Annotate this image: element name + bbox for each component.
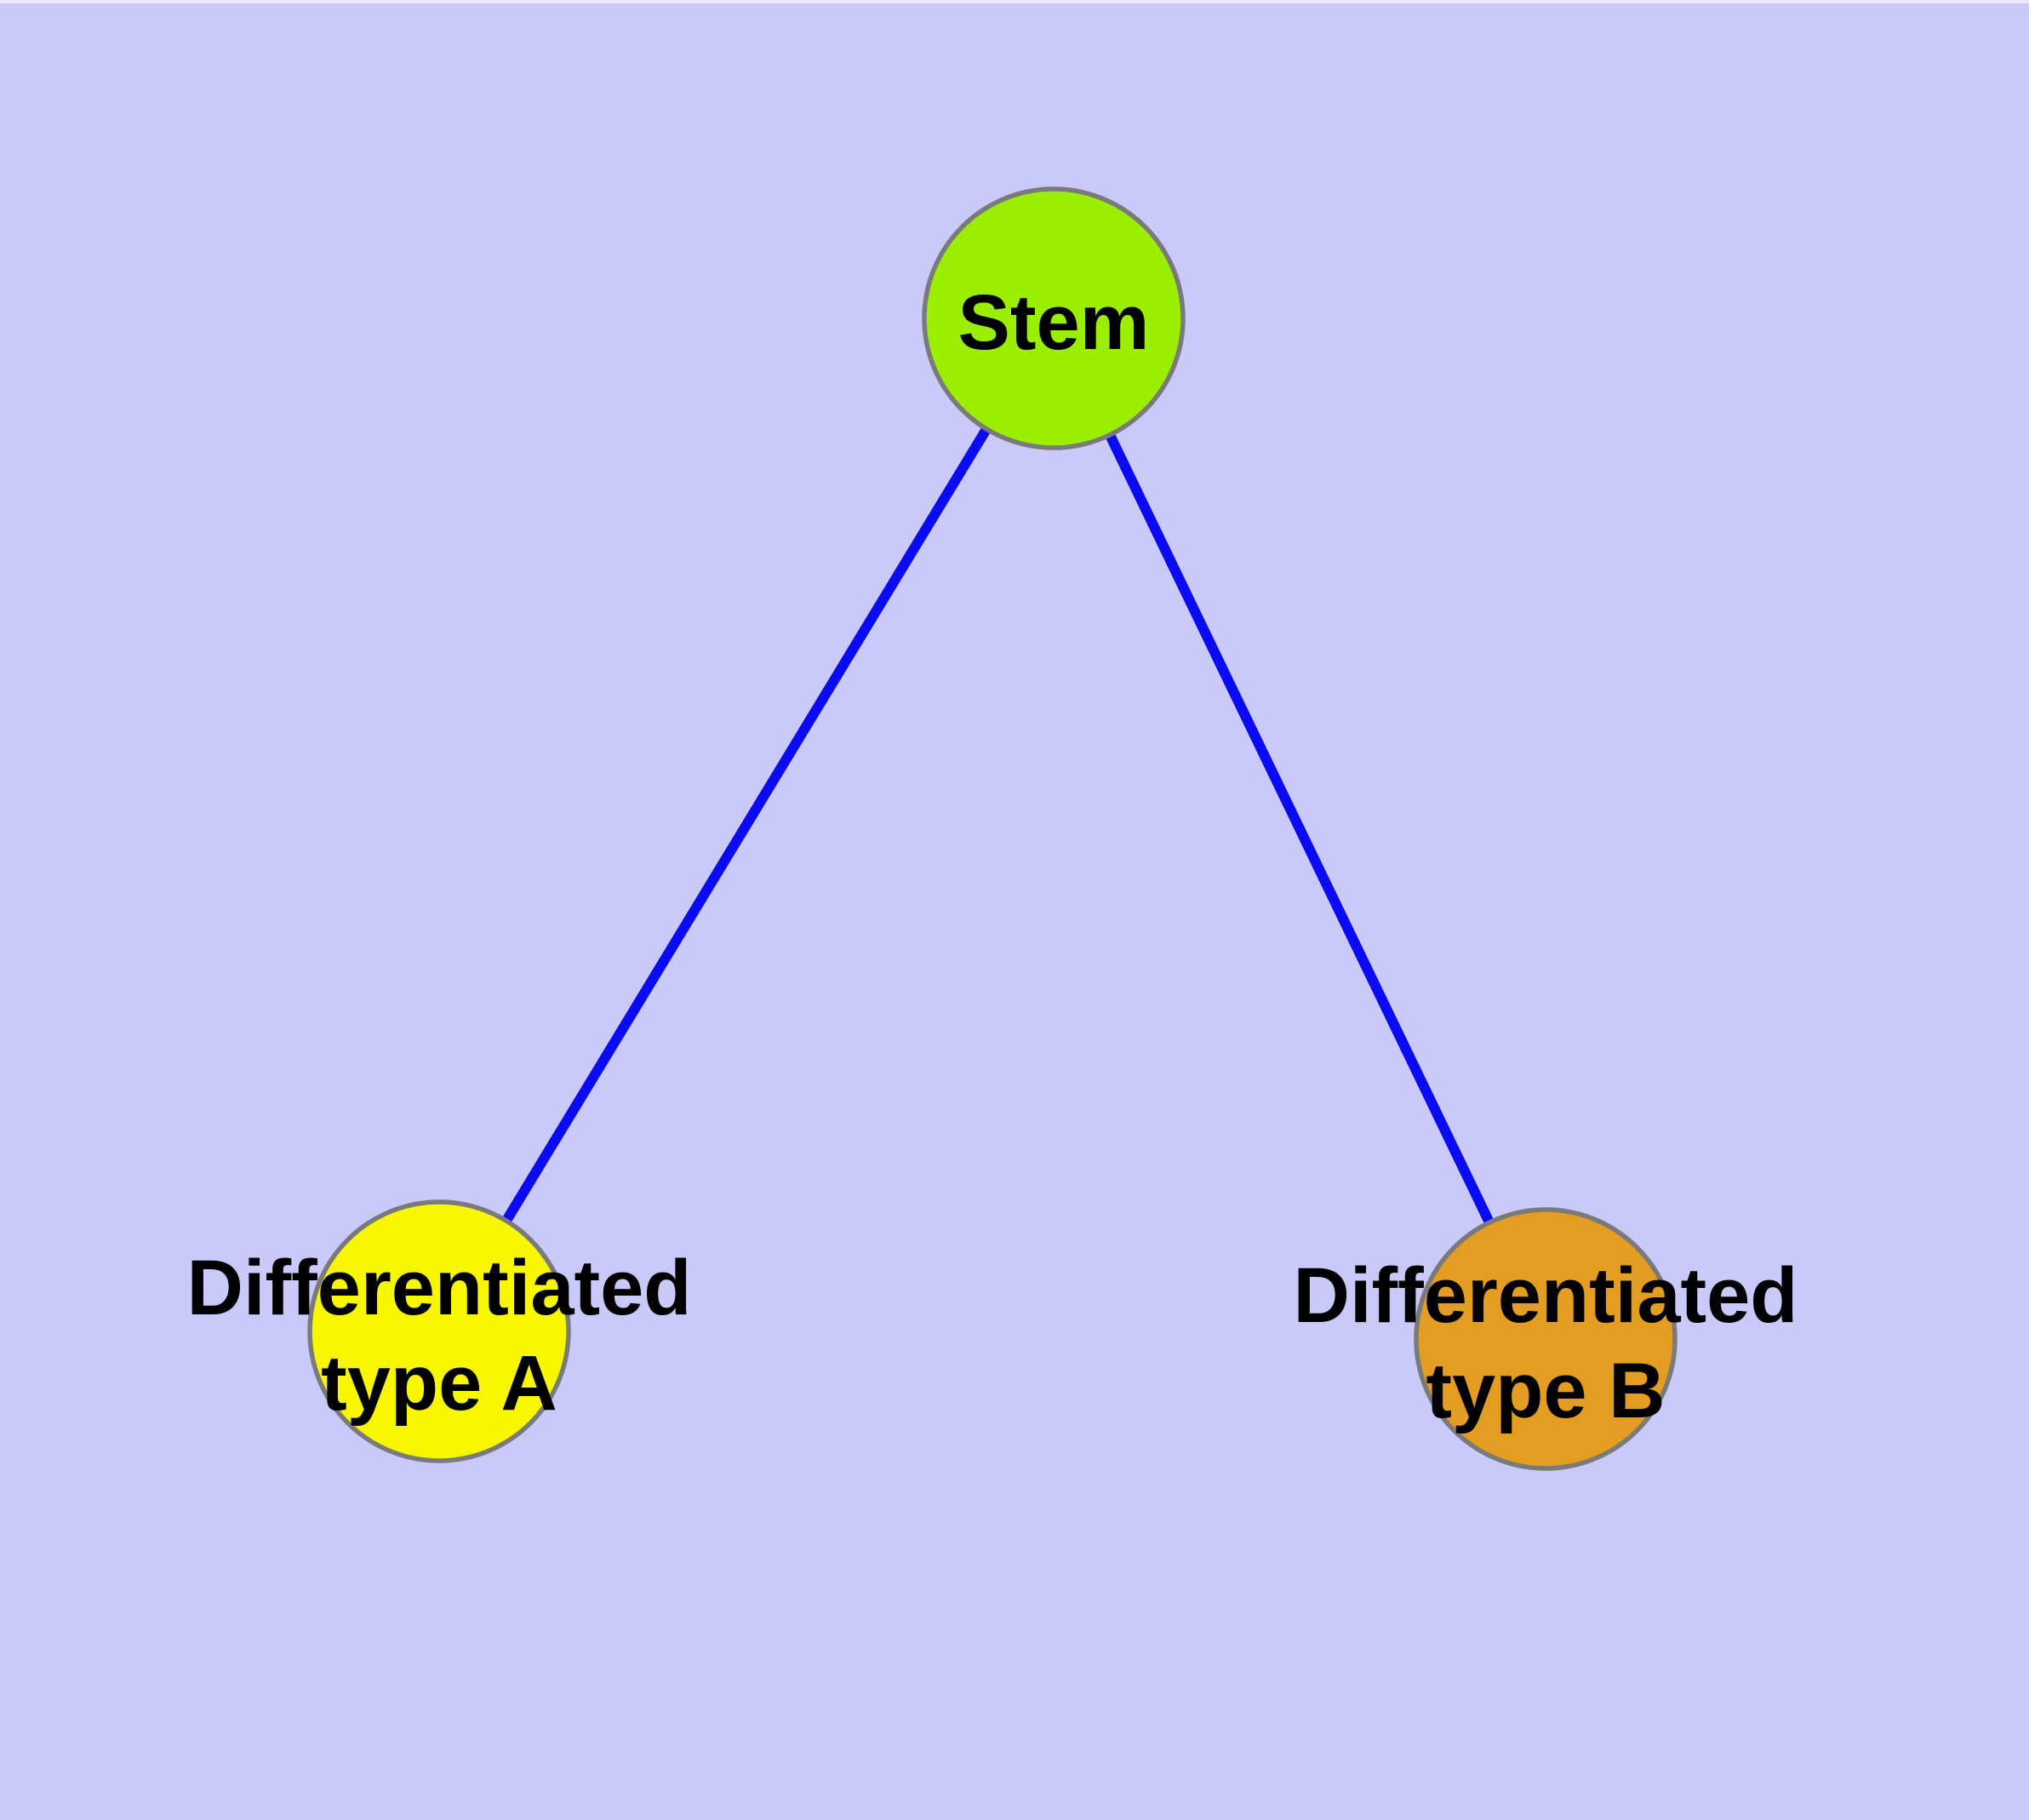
node-label-stem: Stem — [958, 279, 1150, 366]
edges-layer — [434, 315, 1551, 1342]
edge-stem-to-differentiated-type-b — [1049, 316, 1551, 1342]
node-circle-differentiated-type-b — [1414, 1207, 1677, 1471]
node-label-line: Differentiated — [187, 1245, 692, 1331]
node-label-differentiated-type-b: Differentiated type B — [1294, 1252, 1798, 1434]
node-circle-differentiated-type-a — [307, 1199, 571, 1463]
node-circle-stem — [922, 186, 1186, 450]
top-edge-strip — [0, 0, 2029, 3]
edge-stem-to-differentiated-type-a — [434, 315, 1059, 1335]
node-label-line: type B — [1426, 1348, 1665, 1434]
node-label-differentiated-type-a: Differentiated type A — [187, 1245, 692, 1427]
node-label-line: Stem — [958, 279, 1150, 366]
node-label-line: Differentiated — [1294, 1252, 1798, 1339]
node-label-line: type A — [321, 1340, 557, 1427]
nodes-layer — [307, 186, 1677, 1471]
